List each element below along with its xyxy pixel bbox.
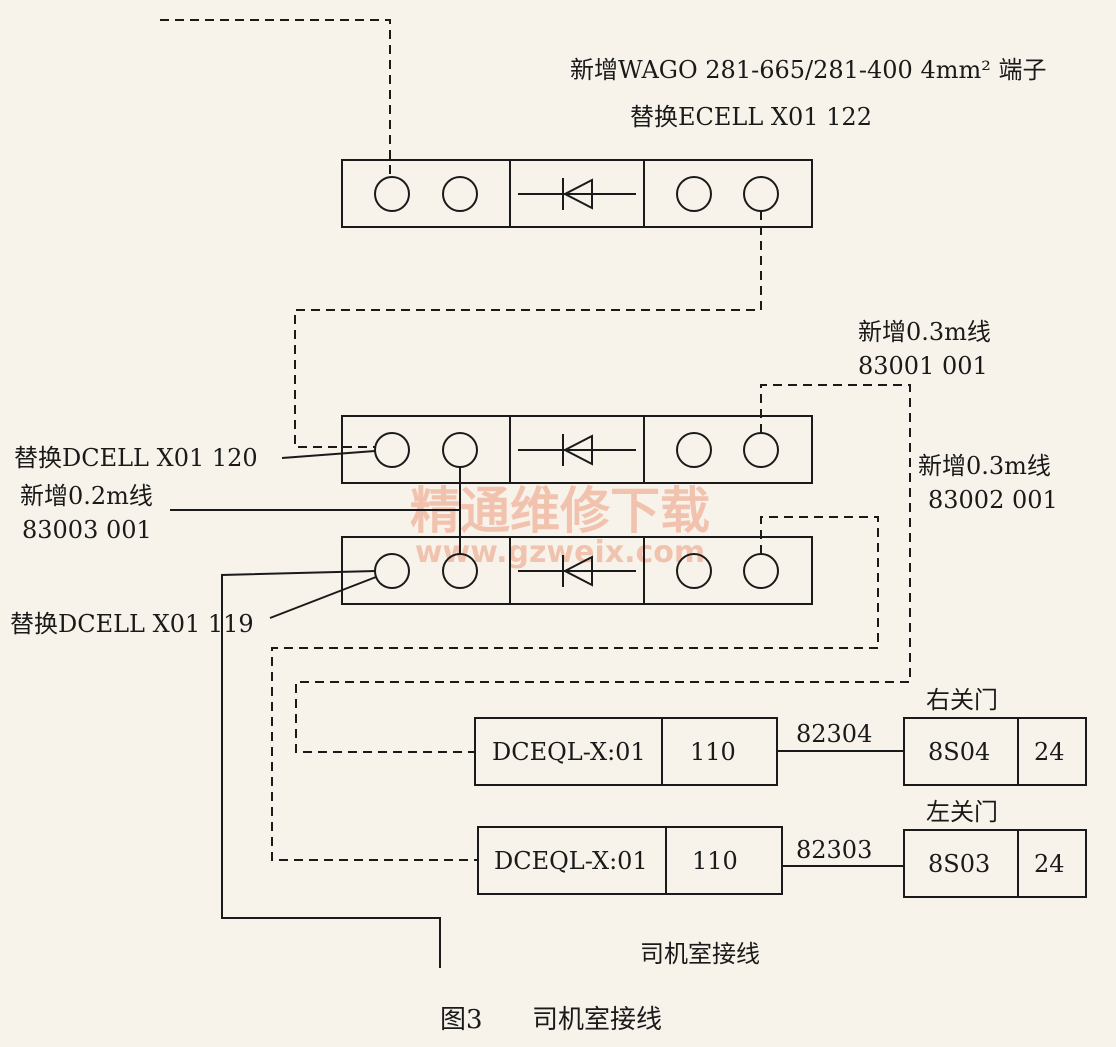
terminal-strip-top (341, 159, 813, 228)
label-left-door: 左关门 (926, 798, 998, 826)
terminal-circle (676, 176, 712, 212)
label-wire-82304: 82304 (796, 720, 872, 748)
target-upper-pin: 24 (1034, 738, 1065, 766)
note-replace-ecell: 替换ECELL X01 122 (630, 103, 872, 131)
connector-upper-pin: 110 (690, 738, 736, 766)
note-new-02: 新增0.2m线 (20, 482, 153, 510)
note-new-03-b-code: 83002 001 (928, 486, 1058, 514)
note-replace-119: 替换DCELL X01 119 (10, 610, 254, 638)
terminal-strip-middle (341, 415, 813, 484)
terminal-circle (374, 176, 410, 212)
wire-feed-top (160, 19, 391, 177)
terminal-strip-bottom (341, 536, 813, 605)
label-right-door: 右关门 (926, 686, 998, 714)
terminal-circle (676, 432, 712, 468)
connector-lower-name: DCEQL-X:01 (494, 847, 648, 875)
leader-119 (269, 576, 377, 619)
connector-upper-name: DCEQL-X:01 (492, 738, 646, 766)
note-new-03-b: 新增0.3m线 (918, 452, 1051, 480)
terminal-circle (374, 553, 410, 589)
target-lower: 8S03 24 (903, 829, 1087, 898)
leader-120 (281, 450, 376, 459)
watermark-url: www.gzweix.com (415, 535, 705, 570)
terminal-circle (743, 176, 779, 212)
target-lower-pin: 24 (1034, 850, 1065, 878)
note-new-wago: 新增WAGO 281-665/281-400 4mm² 端子 (570, 56, 1046, 84)
diode-icon (518, 555, 636, 587)
note-new-03-a: 新增0.3m线 (858, 318, 991, 346)
note-new-02-code: 83003 001 (22, 516, 152, 544)
terminal-circle (676, 553, 712, 589)
connector-lower: DCEQL-X:01 110 (477, 826, 783, 895)
diode-icon (518, 434, 636, 466)
terminal-circle (374, 432, 410, 468)
terminal-circle (743, 553, 779, 589)
target-upper: 8S04 24 (903, 717, 1087, 786)
wire-cab (221, 570, 441, 968)
figure-caption: 司机室接线 (532, 1005, 662, 1035)
note-new-03-a-code: 83001 001 (858, 352, 988, 380)
wire-83001 (295, 384, 911, 753)
label-wire-82303: 82303 (796, 836, 872, 864)
wire-top-to-middle (294, 211, 762, 448)
terminal-circle (442, 176, 478, 212)
figure-number: 图3 (440, 1005, 483, 1035)
target-lower-name: 8S03 (928, 850, 990, 878)
connector-lower-pin: 110 (692, 847, 738, 875)
terminal-circle (743, 432, 779, 468)
connector-upper: DCEQL-X:01 110 (474, 717, 778, 786)
label-cab-wiring: 司机室接线 (640, 940, 760, 968)
note-replace-120: 替换DCELL X01 120 (14, 444, 258, 472)
terminal-circle (442, 432, 478, 468)
wire-83002 (271, 516, 879, 861)
diode-icon (518, 178, 636, 210)
target-upper-name: 8S04 (928, 738, 990, 766)
